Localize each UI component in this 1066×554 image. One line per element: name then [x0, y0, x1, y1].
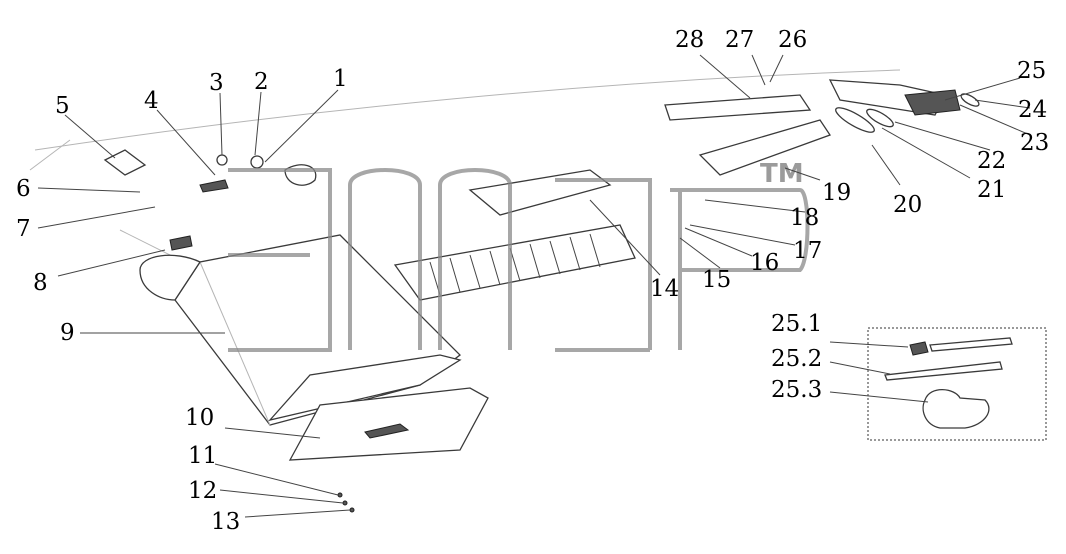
callout-22: 22	[977, 148, 1006, 174]
watermark-tm: TM	[760, 159, 804, 189]
callout-14: 14	[650, 276, 679, 302]
callout-5: 5	[55, 93, 70, 119]
callout-8: 8	[33, 270, 48, 296]
fasteners-11-13	[337, 492, 355, 513]
callout-17: 17	[793, 238, 822, 264]
callout-15: 15	[702, 267, 731, 293]
callout-12: 12	[188, 478, 217, 504]
callout-11: 11	[188, 443, 217, 469]
callout-25: 25	[1017, 58, 1046, 84]
callout-10: 10	[185, 405, 214, 431]
callout-27: 27	[725, 27, 754, 53]
callout-23: 23	[1020, 130, 1049, 156]
tube-ribs	[429, 233, 601, 296]
callout-4: 4	[144, 88, 159, 114]
cover-plate-part-10	[268, 354, 489, 461]
callout-16: 16	[750, 250, 779, 276]
watermark-logo: TM	[228, 159, 810, 352]
callout-labels: 1 2 3 4 5 6 7 8 9 10 11 12 13 14 15 16 1…	[16, 27, 1049, 535]
callout-25-2: 25.2	[771, 346, 822, 372]
callout-1: 1	[333, 66, 348, 92]
callout-20: 20	[893, 192, 922, 218]
callout-26: 26	[778, 27, 807, 53]
callout-9: 9	[60, 320, 75, 346]
callout-18: 18	[790, 205, 819, 231]
callout-13: 13	[211, 509, 240, 535]
callout-21: 21	[977, 177, 1006, 203]
callout-19: 19	[822, 180, 851, 206]
callout-7: 7	[16, 216, 31, 242]
callout-28: 28	[675, 27, 704, 53]
detail-inset-box	[867, 327, 1047, 441]
callout-3: 3	[209, 70, 224, 96]
callout-25-3: 25.3	[771, 377, 822, 403]
leader-lines	[37, 54, 1031, 518]
corrugated-tube	[393, 169, 636, 301]
callout-2: 2	[254, 69, 269, 95]
callout-24: 24	[1018, 97, 1047, 123]
callout-25-1: 25.1	[771, 311, 822, 337]
upper-assembly	[664, 79, 980, 176]
callout-6: 6	[16, 176, 31, 202]
left-small-parts	[103, 149, 317, 251]
